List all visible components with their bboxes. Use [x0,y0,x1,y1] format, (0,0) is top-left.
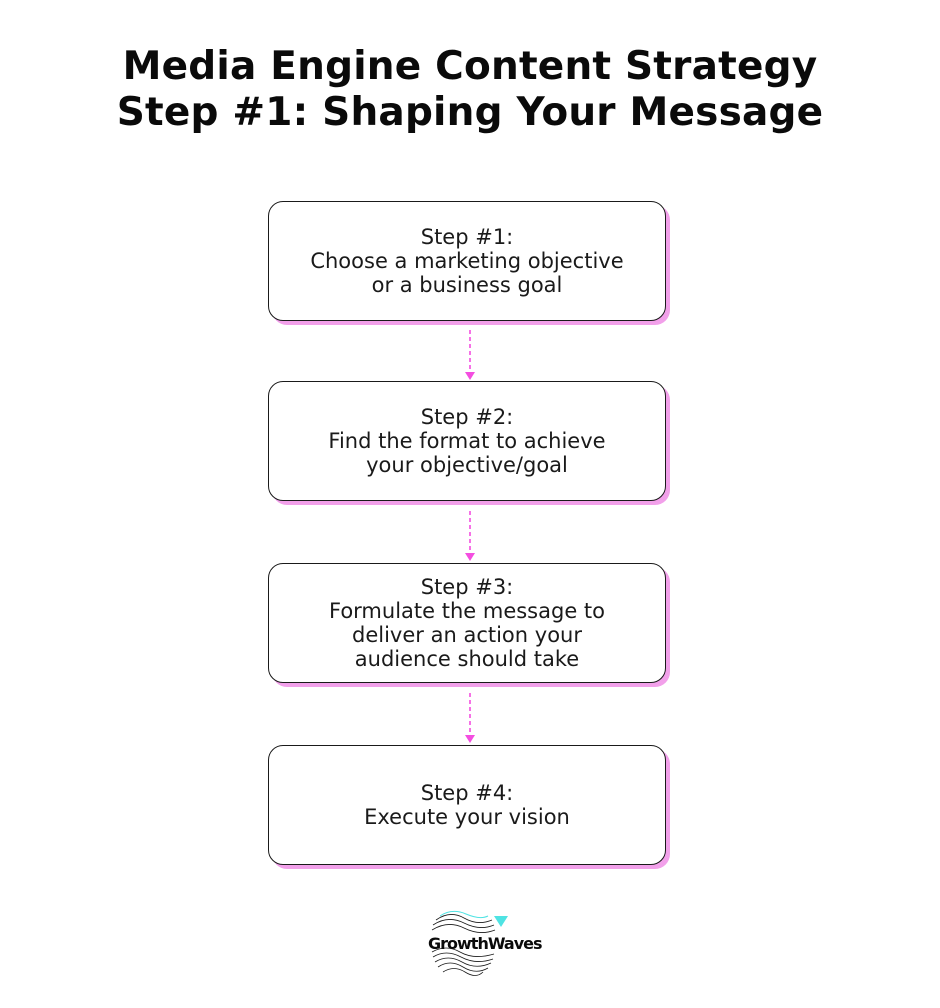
step-box-1: Step #1: Choose a marketing objective or… [268,201,666,321]
step-4-heading: Step #4: [420,781,514,805]
step-3-text-line-3: audience should take [354,647,580,671]
page-title: Media Engine Content Strategy Step #1: S… [0,44,940,136]
step-2-text-line-2: your objective/goal [366,453,568,477]
step-4-text-line-1: Execute your vision [364,805,570,829]
step-2-heading: Step #2: [420,405,514,429]
step-1-heading: Step #1: [420,225,514,249]
step-box-3: Step #3: Formulate the message to delive… [268,563,666,683]
step-1-text-line-1: Choose a marketing objective [310,249,624,273]
title-line-1: Media Engine Content Strategy [122,44,818,89]
step-1-text-line-2: or a business goal [371,273,563,297]
step-3-text-line-2: deliver an action your [352,623,582,647]
step-box-4: Step #4: Execute your vision [268,745,666,865]
connector-arrow-1 [465,330,475,380]
connector-arrow-3 [465,693,475,743]
logo-text: GrowthWaves [428,934,543,953]
title-line-2: Step #1: Shaping Your Message [116,90,824,135]
step-3-heading: Step #3: [420,575,514,599]
step-3-text-line-1: Formulate the message to [328,599,605,623]
step-2-text-line-1: Find the format to achieve [328,429,606,453]
waves-logo-icon [431,910,508,976]
growthwaves-logo: GrowthWaves [428,908,554,978]
connector-arrow-2 [465,511,475,561]
step-box-2: Step #2: Find the format to achieve your… [268,381,666,501]
